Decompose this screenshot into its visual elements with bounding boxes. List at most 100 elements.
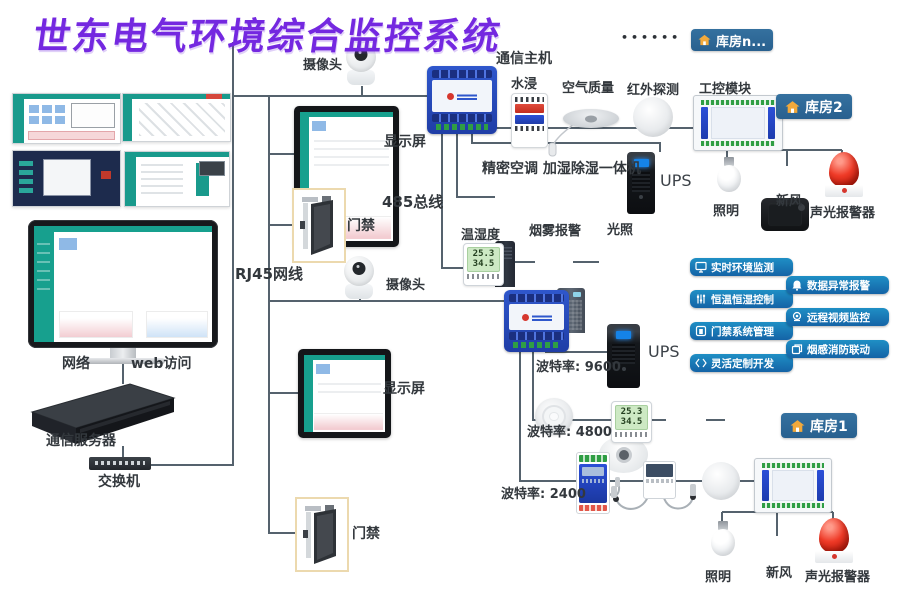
house-icon (785, 100, 800, 113)
code-icon (695, 358, 707, 368)
feature-access-management: 门禁系统管理 (690, 322, 793, 340)
bell-icon (792, 280, 802, 291)
warehouse-1-badge: 库房1 (781, 413, 857, 438)
temperature-reading: 25.3 (472, 249, 495, 259)
door-icon (303, 504, 336, 564)
feature-temp-humidity-control: 恒温恒湿控制 (690, 290, 793, 308)
fresh-air2-label: 新风 (766, 566, 793, 581)
siren1-device (825, 152, 863, 197)
lighting2-label: 照明 (705, 570, 732, 585)
door-icon (300, 195, 333, 255)
more-warehouses-ellipsis: •••••• (621, 31, 682, 44)
software-screenshot-1 (12, 93, 121, 144)
din-transmitter-device (576, 452, 610, 514)
software-screenshot-3 (12, 150, 121, 207)
software-screenshot-2 (122, 93, 231, 142)
camera2-device (344, 256, 374, 299)
display-screen1-device (294, 106, 399, 247)
infrared-device (633, 97, 673, 137)
lighting2-device (710, 521, 736, 556)
display-screen2-label: 显示屏 (383, 381, 425, 397)
comm-host1-label: 通信主机 (496, 51, 552, 67)
display-screen1-label: 显示屏 (384, 134, 426, 150)
lighting1-device (716, 157, 742, 192)
access-control1-device (292, 188, 346, 263)
smoke-alarm1-label: 烟雾报警 (529, 224, 582, 239)
illuminance1-label: 光照 (607, 223, 634, 238)
feature-smoke-fire-linkage: 烟感消防联动 (786, 340, 889, 358)
house-icon (790, 419, 805, 432)
web-access-label: web访问 (131, 356, 192, 372)
meter-sensor-device (643, 461, 676, 499)
access-control1-label: 门禁 (347, 218, 375, 234)
sliders-icon (696, 294, 706, 304)
house-icon (698, 34, 711, 46)
feature-anomaly-alarm: 数据异常报警 (786, 276, 889, 294)
io-module1-label: 工控模块 (699, 82, 752, 97)
ups1-label: UPS (660, 171, 692, 190)
io-module2-device (754, 458, 832, 513)
comm-server-label: 通信服务器 (46, 433, 116, 449)
warehouse-n-badge: 库房n... (691, 29, 774, 51)
humidity-reading: 34.5 (472, 259, 495, 270)
brand-logo (521, 313, 529, 321)
comm-host2-device (504, 290, 569, 352)
infrared-label: 红外探测 (627, 83, 680, 98)
siren2-label: 声光报警器 (805, 570, 871, 585)
precision-ac-label: 精密空调 加湿除湿一体机 (482, 161, 641, 177)
workstation-monitor (28, 220, 218, 364)
brand-logo (447, 92, 454, 100)
door-icon (695, 325, 707, 337)
blue-chart (146, 311, 208, 338)
page-title: 世东电气环境综合监控系统 (30, 15, 505, 58)
humidity-reading: 34.5 (620, 417, 643, 428)
ups2-device (607, 324, 640, 388)
baud-4800-label: 波特率: 4800 (527, 425, 612, 440)
smoke-link-icon (791, 344, 803, 355)
access-control2-device (295, 497, 349, 572)
comm-server-device (30, 383, 176, 444)
ups2-label: UPS (648, 342, 680, 361)
software-screenshot-4 (124, 151, 230, 207)
baud-2400-label: 波特率: 2400 (501, 487, 586, 502)
temperature-reading: 25.3 (620, 407, 643, 417)
sphere-sensor-device (702, 462, 740, 500)
comm-host1-device (427, 66, 497, 134)
water-leak-label: 水浸 (511, 77, 538, 92)
fresh-air1-device (761, 198, 809, 231)
siren2-device (815, 518, 853, 563)
feature-realtime-monitoring: 实时环境监测 (690, 258, 793, 276)
camera1-label: 摄像头 (303, 58, 343, 73)
feature-custom-development: 灵活定制开发 (690, 354, 793, 372)
video-camera-icon (792, 311, 802, 322)
smoke-alarm1-device (535, 398, 573, 435)
air-quality-label: 空气质量 (562, 81, 615, 96)
air-quality-device (563, 109, 619, 128)
feature-remote-video: 远程视频监控 (786, 308, 889, 326)
lighting1-label: 照明 (713, 204, 740, 219)
network-label: 网络 (62, 356, 90, 372)
pink-chart (59, 311, 133, 338)
switch-device (89, 457, 151, 470)
monitor-icon (695, 261, 707, 273)
fresh-air1-label: 新风 (776, 194, 803, 209)
camera1-device (346, 42, 376, 85)
warehouse-2-badge: 库房2 (776, 94, 852, 119)
access-control2-label: 门禁 (352, 526, 380, 542)
camera2-label: 摄像头 (386, 278, 426, 293)
io-module1-device (693, 95, 783, 151)
rj45-label: RJ45网线 (235, 265, 304, 283)
siren1-label: 声光报警器 (810, 206, 876, 221)
temp-humidity1-label: 温湿度 (461, 228, 501, 243)
switch-label: 交换机 (98, 474, 140, 490)
camera-lens (354, 48, 368, 61)
display-screen2-device (298, 349, 391, 438)
camera-lens (352, 262, 366, 275)
bus485-label: 485总线 (382, 193, 444, 211)
baud-9600-label: 波特率: 9600 (536, 360, 621, 375)
ups1-device (627, 152, 655, 214)
